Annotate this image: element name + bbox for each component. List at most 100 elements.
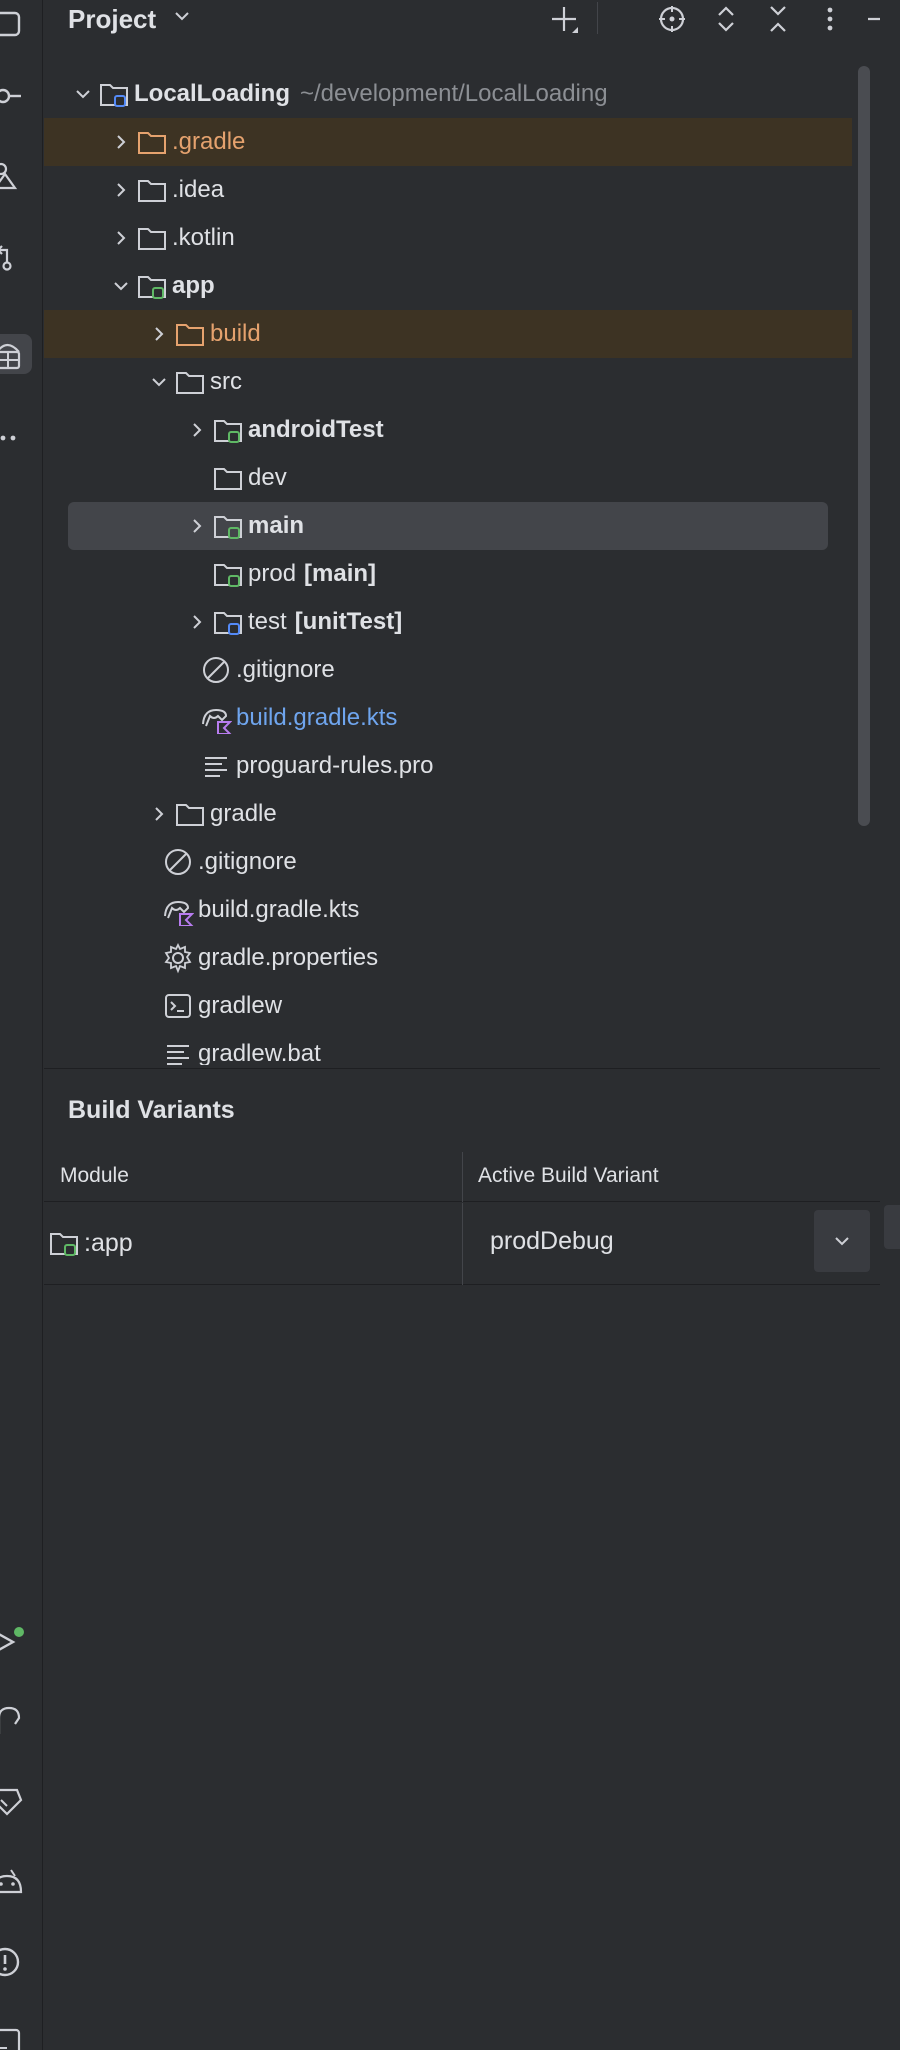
column-separator xyxy=(462,1203,463,1285)
tree-item-label: .gitignore xyxy=(236,656,335,683)
tree-row[interactable]: .gradle xyxy=(44,118,852,166)
right-edge xyxy=(880,0,900,2050)
tree-item-label: .gradle xyxy=(172,128,246,155)
tree-row[interactable]: .kotlin xyxy=(44,214,852,262)
folder-icon xyxy=(210,460,246,496)
tree-row[interactable]: .gitignore xyxy=(44,646,852,694)
source-folder-icon xyxy=(210,556,246,592)
run-icon[interactable] xyxy=(0,1620,32,1660)
source-folder-icon xyxy=(210,508,246,544)
project-tool-icon[interactable] xyxy=(0,4,32,44)
tree-item-suffix: [main] xyxy=(304,560,377,587)
project-tree: LocalLoading ~/development/LocalLoading … xyxy=(44,70,880,1065)
tree-item-label: dev xyxy=(248,464,287,491)
chevron-right-icon[interactable] xyxy=(184,613,210,631)
build-variants-title: Build Variants xyxy=(68,1096,235,1124)
module-folder-icon xyxy=(46,1225,82,1261)
module-cell: :app xyxy=(46,1225,133,1261)
project-tool-window: Project LocalLoading ~/developmen xyxy=(44,0,892,2050)
chevron-down-icon[interactable] xyxy=(146,373,172,391)
build-variants-tool-icon[interactable] xyxy=(0,334,32,374)
tree-item-label: gradlew xyxy=(198,992,283,1019)
tree-row[interactable]: proguard-rules.pro xyxy=(44,742,852,790)
app-quality-icon[interactable] xyxy=(0,1780,32,1820)
editor-edge-tab[interactable] xyxy=(884,1205,900,1249)
pull-requests-icon[interactable] xyxy=(0,236,32,276)
table-row[interactable]: :app prodDebug xyxy=(44,1203,880,1285)
tree-row[interactable]: gradlew xyxy=(44,982,852,1030)
chevron-down-icon[interactable] xyxy=(172,6,192,31)
expand-all-button[interactable] xyxy=(708,2,744,36)
tree-item-label: .idea xyxy=(172,176,225,203)
tree-item-label: main xyxy=(248,512,305,539)
chevron-right-icon[interactable] xyxy=(108,133,134,151)
problems-icon[interactable] xyxy=(0,1942,32,1982)
panel-title[interactable]: Project xyxy=(68,4,157,34)
chevron-down-icon xyxy=(835,1237,849,1246)
tree-row[interactable]: src xyxy=(44,358,852,406)
collapse-all-button[interactable] xyxy=(760,2,796,36)
chevron-down-icon[interactable] xyxy=(108,277,134,295)
tree-row[interactable]: .idea xyxy=(44,166,852,214)
header-separator xyxy=(597,2,598,34)
variant-dropdown-button[interactable] xyxy=(814,1210,870,1272)
logcat-icon[interactable] xyxy=(0,1700,32,1740)
tree-row-selected[interactable]: main xyxy=(68,502,828,550)
tree-row[interactable]: build.gradle.kts xyxy=(44,694,852,742)
tool-window-stripe xyxy=(0,0,43,2050)
tree-row[interactable]: gradle.properties xyxy=(44,934,852,982)
options-menu-button[interactable] xyxy=(812,2,848,36)
column-header-module[interactable]: Module xyxy=(60,1164,129,1187)
panel-divider[interactable] xyxy=(44,1068,880,1069)
variant-select-value[interactable]: prodDebug xyxy=(490,1227,614,1255)
column-header-variant[interactable]: Active Build Variant xyxy=(478,1164,659,1187)
module-folder-icon xyxy=(134,268,170,304)
folder-icon xyxy=(172,364,208,400)
tree-item-label: .kotlin xyxy=(172,224,235,251)
chevron-right-icon[interactable] xyxy=(184,517,210,535)
tree-item-label: gradle.properties xyxy=(198,944,379,971)
tree-row[interactable]: build.gradle.kts xyxy=(44,886,852,934)
more-tools-icon[interactable] xyxy=(0,418,32,458)
module-name: :app xyxy=(84,1228,133,1257)
tree-row[interactable]: .gitignore xyxy=(44,838,852,886)
tree-item-label: build.gradle.kts xyxy=(198,896,360,923)
source-folder-icon xyxy=(210,412,246,448)
tree-row[interactable]: dev xyxy=(44,454,852,502)
module-folder-icon xyxy=(96,76,132,112)
tree-item-label: androidTest xyxy=(248,416,384,443)
gear-file-icon xyxy=(160,940,196,976)
tree-row[interactable]: build xyxy=(44,310,852,358)
chevron-down-icon[interactable] xyxy=(70,85,96,103)
gradle-kts-icon xyxy=(198,700,234,736)
terminal-icon[interactable] xyxy=(0,2022,32,2050)
tree-row[interactable]: test [unitTest] xyxy=(44,598,852,646)
folder-icon xyxy=(134,172,170,208)
tree-scrollbar[interactable] xyxy=(858,66,870,826)
android-robot-icon[interactable] xyxy=(0,1862,32,1902)
resource-manager-icon[interactable] xyxy=(0,156,32,196)
tree-row[interactable]: androidTest xyxy=(44,406,852,454)
table-header: Module Active Build Variant xyxy=(44,1152,880,1202)
new-file-button[interactable] xyxy=(546,2,582,36)
tree-item-label: app xyxy=(172,272,215,299)
tree-item-label: build.gradle.kts xyxy=(236,704,398,731)
tree-row[interactable]: gradlew.bat xyxy=(44,1030,852,1065)
folder-icon xyxy=(172,316,208,352)
chevron-right-icon[interactable] xyxy=(108,229,134,247)
folder-icon xyxy=(172,796,208,832)
tree-row[interactable]: gradle xyxy=(44,790,852,838)
tree-item-label: build xyxy=(210,320,261,347)
tree-row[interactable]: prod [main] xyxy=(44,550,852,598)
chevron-right-icon[interactable] xyxy=(184,421,210,439)
column-separator[interactable] xyxy=(462,1152,463,1202)
chevron-right-icon[interactable] xyxy=(108,181,134,199)
commit-icon[interactable] xyxy=(0,76,32,116)
text-file-icon xyxy=(198,748,234,784)
tree-row-root[interactable]: LocalLoading ~/development/LocalLoading xyxy=(44,70,852,118)
tree-row[interactable]: app xyxy=(44,262,852,310)
tree-item-label: gradlew.bat xyxy=(198,1040,321,1065)
chevron-right-icon[interactable] xyxy=(146,805,172,823)
chevron-right-icon[interactable] xyxy=(146,325,172,343)
select-opened-file-button[interactable] xyxy=(654,2,690,36)
